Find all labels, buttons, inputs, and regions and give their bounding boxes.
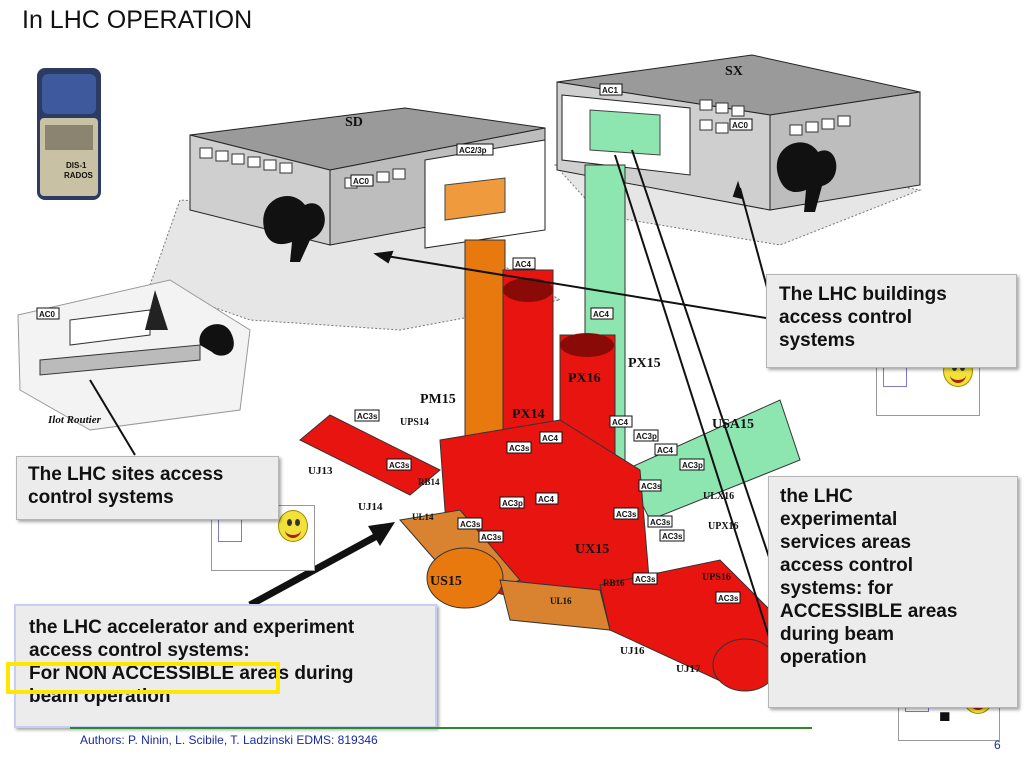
bold-arrow [248,522,395,609]
label-rb16: RB16 [603,578,625,588]
site-ilot-routier: Ilot Routier [17,279,251,431]
tag-ac3s-7: AC3s [650,518,671,527]
tag-ac3p-2: AC3p [636,432,657,441]
callout-services-line: operation [780,647,867,668]
tag-ac4-px14: AC4 [515,260,532,269]
tag-ac3s-10: AC3s [662,532,683,541]
label-sx: SX [725,64,743,79]
callout-services-line: access control [780,555,914,576]
tag-ac3s-8: AC3s [635,575,656,584]
label-px16: PX16 [568,371,601,386]
label-px15: PX15 [628,356,661,371]
label-uj13: UJ13 [308,465,333,477]
callout-services-line: ACCESSIBLE areas [780,601,958,622]
tag-ac4-px16: AC4 [593,310,610,319]
callout-services-line: experimental [780,509,898,530]
tag-ac3s-9: AC3s [718,594,739,603]
tag-ac3p-1: AC3p [502,499,523,508]
tag-ac3s-2: AC3s [389,461,410,470]
label-ux15: UX15 [575,542,609,557]
tag-ac2-3p: AC2/3p [459,146,487,155]
dosimeter-label-2: RADOS [64,171,94,180]
callout-accelerator-line: the LHC accelerator and experiment [29,617,355,638]
callout-buildings-line: The LHC buildings [779,284,947,305]
label-px14: PX14 [512,407,545,422]
callout-accelerator-line: access control systems: [29,640,250,661]
tag-ac3s-1: AC3s [357,412,378,421]
dosimeter-label-1: DIS-1 [66,161,87,170]
callout-buildings-line: systems [779,330,856,351]
tag-ac0-sd: AC0 [353,177,370,186]
callout-sites-line: control systems [28,487,174,508]
label-uj17: UJ17 [676,663,701,675]
non-accessible-highlight-box [6,662,280,694]
callout-sites-line: The LHC sites access [28,464,224,485]
label-ilot-routier: Ilot Routier [47,414,102,426]
label-rb14: RB14 [418,477,440,487]
tag-ac3p-3: AC3p [682,461,703,470]
page-number: 6 [994,738,1001,752]
dosimeter-image: DIS-1 RADOS [37,68,101,200]
sd-building: SD [149,107,562,331]
tag-ac3s-5: AC3s [509,444,530,453]
smiley-icon [278,510,308,542]
label-uj16: UJ16 [620,645,645,657]
sx-building: SX [553,54,922,246]
callout-services-line: services areas [780,532,912,553]
footer-authors: Authors: P. Ninin, L. Scibile, T. Ladzin… [80,733,378,747]
tag-ac4-4: AC4 [657,446,674,455]
label-upx16: UPX16 [708,521,739,532]
callout-services-line: the LHC [780,486,853,507]
tag-ac0-site: AC0 [39,310,56,319]
callout-buildings: The LHC buildings access control systems [766,274,1017,368]
label-us15: US15 [430,574,462,589]
tag-ac3s-4: AC3s [481,533,502,542]
tag-ac4-3: AC4 [612,418,629,427]
tag-ac3s-3: AC3s [460,520,481,529]
label-ul16: UL16 [550,596,572,606]
label-ups16: UPS16 [702,572,731,583]
callout-services-line: systems: for [780,578,893,599]
label-ul14: UL14 [412,512,434,522]
label-usa15: USA15 [712,417,754,432]
callout-services-line: during beam [780,624,895,645]
tag-ac0-sx: AC0 [732,121,749,130]
tag-ac4-2: AC4 [538,495,555,504]
label-sd: SD [345,115,363,130]
access-tags: AC1 AC0 AC2/3p AC0 AC4 AC4 AC3s AC3s AC3… [36,83,753,604]
label-uj14: UJ14 [358,501,383,513]
callout-sites: The LHC sites access control systems [16,456,279,520]
structure-labels: PM15 PX14 PX16 PX15 USA15 UPS14 UJ13 UJ1… [308,356,754,675]
tag-ac1: AC1 [602,86,619,95]
callout-buildings-line: access control [779,307,913,328]
tag-ac3s-6: AC3s [616,510,637,519]
footer-divider [70,727,812,729]
slide-title: In LHC OPERATION [22,6,253,34]
label-ups14: UPS14 [400,417,429,428]
tag-ac4-5: AC3s [641,482,662,491]
callout-accelerator-line: For NON ACCESSIBLE areas during [29,663,354,684]
tag-ac4-1: AC4 [542,434,559,443]
callout-services: the LHC experimental services areas acce… [768,476,1018,708]
label-pm15: PM15 [420,392,456,407]
label-ulx16: ULX16 [703,491,734,502]
